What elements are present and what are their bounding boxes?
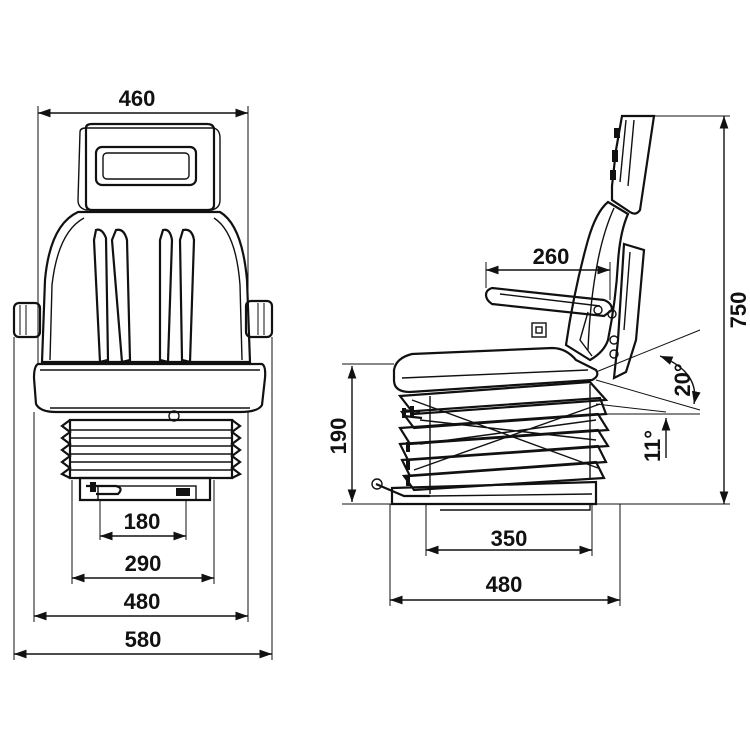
adjust-lever-knob	[371, 478, 383, 490]
front-view: 460 180 290 480 580	[12, 86, 274, 660]
front-extension-lines	[13, 106, 273, 660]
front-dimension-lines	[14, 108, 272, 659]
dim-190: 190	[326, 418, 351, 455]
seat-base-front	[78, 476, 212, 502]
armrest-side	[484, 286, 619, 359]
dim-480-side: 480	[486, 572, 523, 597]
dim-180: 180	[124, 509, 161, 534]
dim-750: 750	[726, 292, 750, 329]
backrest-side	[564, 200, 646, 380]
dim-290: 290	[125, 551, 162, 576]
backrest	[40, 210, 252, 364]
dim-580: 580	[125, 627, 162, 652]
dim-480-front: 480	[124, 589, 161, 614]
dim-460: 460	[119, 86, 156, 111]
seat-base-side	[371, 478, 598, 511]
dim-260: 260	[533, 244, 570, 269]
headrest	[77, 122, 221, 212]
angle-20: 20°	[670, 363, 695, 396]
headrest-side	[610, 114, 656, 215]
dim-350: 350	[491, 526, 528, 551]
seat-cushion-side	[392, 346, 599, 394]
angle-arc-20	[659, 355, 701, 405]
armrest-left	[12, 301, 42, 339]
side-view: 260 350 480 750 190 20° 11°	[326, 114, 750, 606]
angle-11: 11°	[640, 430, 665, 462]
suspension-bellows	[59, 410, 243, 480]
side-dimension-lines	[347, 116, 729, 605]
suspension-scissors	[397, 380, 610, 494]
backrest-ribs	[92, 228, 196, 364]
armrest-right	[244, 299, 274, 339]
seat-cushion	[32, 362, 267, 414]
